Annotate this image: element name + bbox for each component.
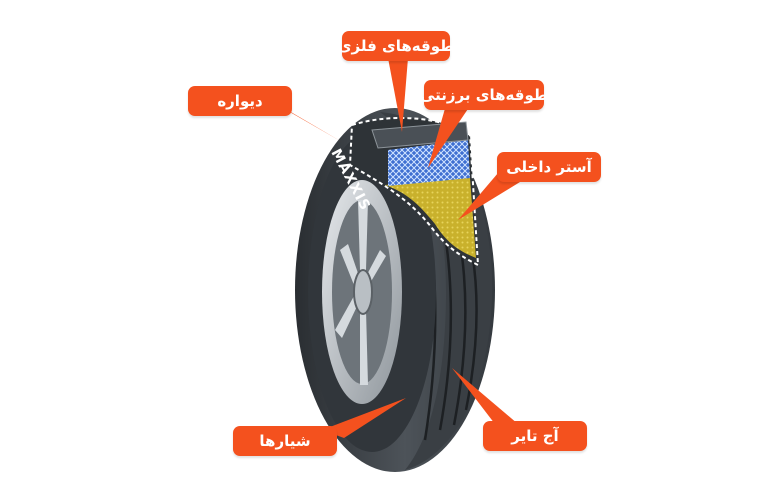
callout-textile-belts: طوقه‌های برزنتی [420,80,548,110]
label-sidewall: دیواره [217,92,263,110]
inner-liner-layer [385,178,476,258]
label-steel-belts: طوقه‌های فلزی [337,37,455,55]
hub [353,269,373,315]
cutaway-section [348,117,480,267]
callout-steel-belts: طوقه‌های فلزی [338,31,454,61]
label-textile-belts: طوقه‌های برزنتی [420,86,548,104]
callout-inner-liner: آستر داخلی [497,152,601,182]
callout-sidewall: دیواره [188,86,292,116]
label-tread: آج تایر [511,427,559,445]
pointer-textile-belts [428,98,474,168]
pointer-steel-belts [388,58,408,132]
pointer-tread [452,368,518,428]
textile-belt-layer [388,140,470,186]
callout-tread: آج تایر [483,421,587,451]
pointer-grooves [322,398,406,438]
callout-grooves: شیارها [233,426,337,456]
label-grooves: شیارها [259,432,311,450]
label-inner-liner: آستر داخلی [506,158,592,176]
